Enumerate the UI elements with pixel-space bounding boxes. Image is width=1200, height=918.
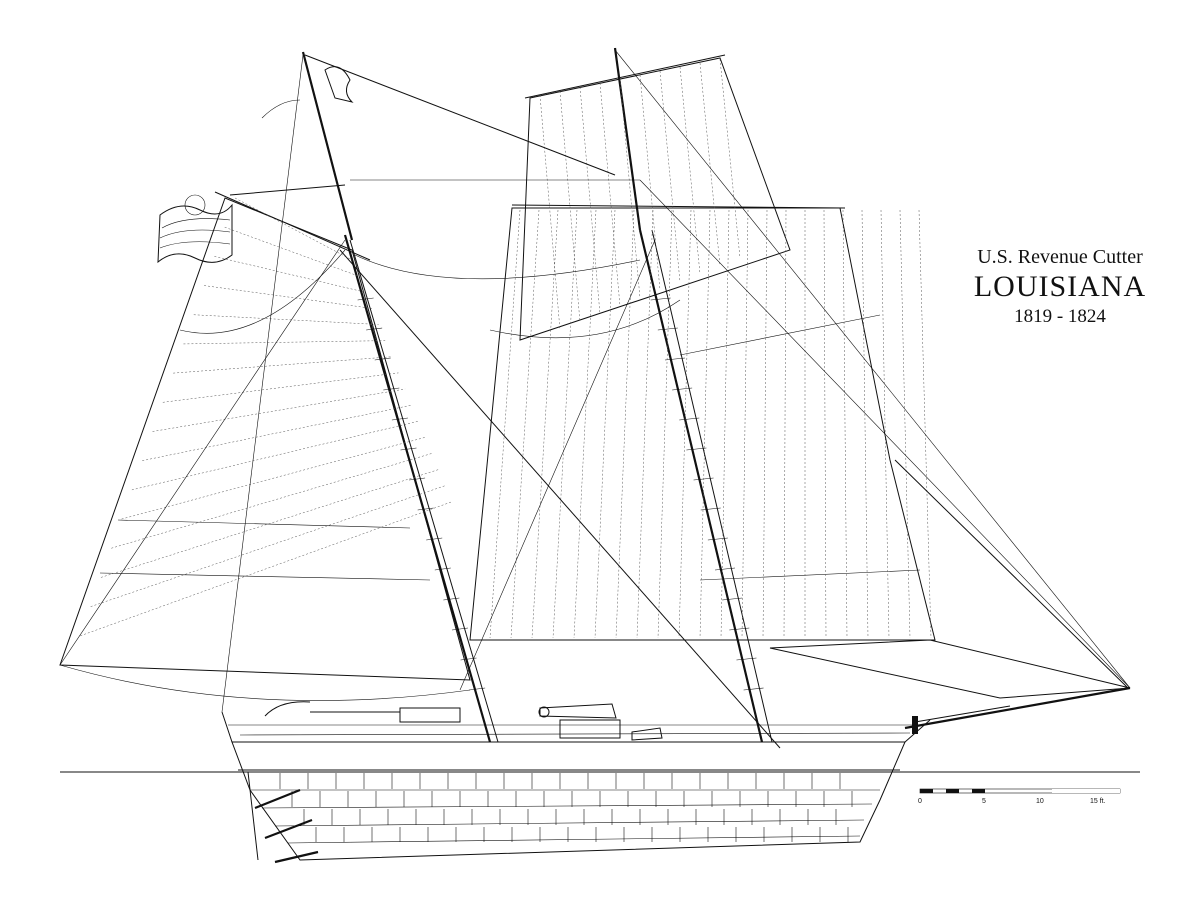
bowsprit bbox=[904, 686, 1131, 734]
scale-tick-5: 5 bbox=[982, 798, 986, 805]
pennant-icon bbox=[261, 66, 354, 119]
mainmast bbox=[613, 47, 773, 743]
title-name: LOUISIANA bbox=[973, 270, 1147, 303]
flag-icon bbox=[157, 194, 233, 264]
title-block: U.S. Revenue Cutter LOUISIANA 1819 - 182… bbox=[960, 245, 1160, 329]
main-sails bbox=[469, 54, 1131, 699]
scale-bar: 0 5 10 15 ft. bbox=[918, 788, 1121, 805]
title-years: 1819 - 1824 bbox=[1014, 306, 1106, 327]
scale-tick-10: 10 bbox=[1036, 798, 1044, 805]
scale-tick-0: 0 bbox=[918, 798, 922, 805]
rigging bbox=[59, 49, 1131, 749]
cannon-icon bbox=[538, 703, 663, 741]
deck-furniture bbox=[264, 701, 621, 739]
hull bbox=[221, 711, 931, 864]
title-subtitle: U.S. Revenue Cutter bbox=[977, 246, 1143, 268]
foremast bbox=[301, 51, 499, 743]
fore-sails bbox=[59, 184, 471, 701]
scale-tick-15: 15 ft. bbox=[1090, 798, 1106, 805]
